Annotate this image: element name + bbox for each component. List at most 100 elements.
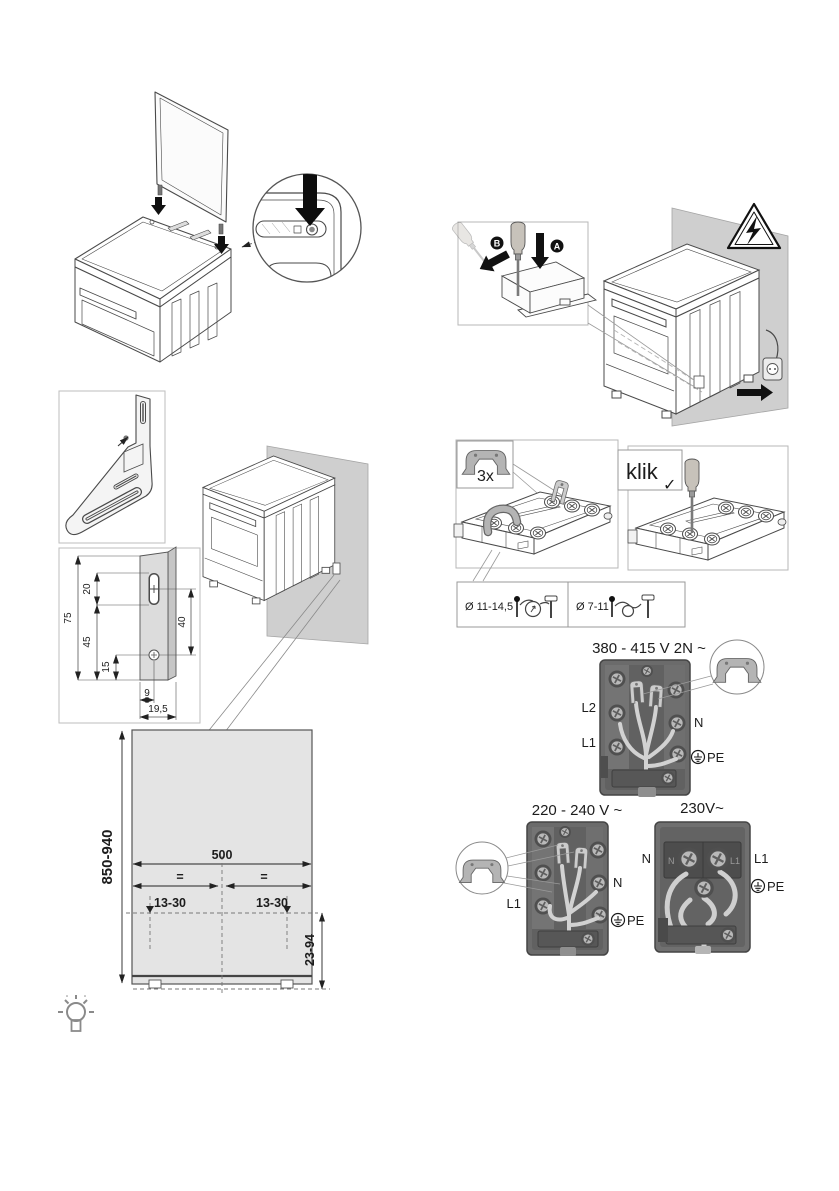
leader-line (587, 322, 699, 390)
molded-label-n: N (668, 856, 675, 866)
stove-against-wall-illustration (202, 445, 369, 737)
bridge-setup-panel: 3x (454, 439, 619, 582)
high-voltage-warning-icon (726, 202, 782, 250)
bracket-plate-drawing (139, 546, 177, 681)
leader-line (205, 574, 335, 735)
dim-slot-length: 20 (82, 583, 93, 595)
cover-removal-inset: A B (449, 219, 699, 390)
gland-small-label: Ø 7-11 (576, 601, 609, 613)
position-guides (126, 856, 330, 994)
press-down-arrow-icon (295, 174, 325, 226)
cable-clamp-icon (514, 595, 558, 618)
label-pe: PE (707, 750, 725, 765)
dimension-lines (119, 730, 325, 990)
label-n: N (613, 875, 622, 890)
pe-earth-icon (750, 878, 766, 894)
press-down-arrow-icon (214, 236, 229, 254)
label-pe: PE (627, 913, 645, 928)
dim-hole-offset: 9 (144, 688, 150, 699)
step-a-arrow-icon (531, 233, 549, 269)
leader-line (221, 579, 341, 737)
dim-offset-left: 13-30 (154, 896, 186, 910)
zoom-leader-line (241, 241, 257, 248)
wiring-230: 230V~ N L1 N L1 PE (642, 800, 785, 954)
leader-line (507, 851, 575, 867)
gland-large-label: Ø 11-14,5 (465, 601, 513, 613)
marker-arrow (146, 906, 154, 913)
step-a-badge (550, 239, 564, 253)
leader-line (657, 683, 714, 700)
wiring-380-title: 380 - 415 V 2N ~ (592, 640, 706, 657)
dim-bottom-range: 23-94 (303, 934, 317, 966)
step-b-badge (490, 236, 504, 250)
bracket-plate-dimensions: 75 20 45 15 40 9 19,5 (58, 546, 201, 724)
label-l1: L1 (754, 851, 768, 866)
bracket-position-marker (332, 562, 341, 575)
molded-label-l1: L1 (730, 856, 740, 866)
equal-right: = (260, 870, 267, 884)
dim-height-range: 850-940 (99, 829, 116, 884)
dim-plate-width: 19,5 (148, 704, 168, 715)
terminal-box-location (693, 375, 705, 389)
dim-below-slot: 45 (82, 636, 93, 648)
glass-lid (154, 91, 229, 235)
lid-installation-illustration (74, 91, 362, 363)
electrical-connection-illustration: A B (449, 202, 789, 427)
step-b-arrow-icon (479, 250, 510, 272)
press-down-arrow-icon (151, 197, 166, 215)
wires (664, 869, 738, 953)
klik-label: klik (626, 459, 659, 484)
leader-line (472, 549, 493, 582)
wiring-230-title: 230V~ (680, 800, 724, 817)
bracket-illustration (58, 390, 166, 544)
wall-outlet-icon (762, 357, 783, 381)
dim-width: 500 (212, 848, 233, 862)
pe-earth-icon (690, 749, 706, 765)
zoom-circle (252, 173, 362, 283)
leader-line (482, 551, 501, 582)
rear-dimension-diagram: 850-940 500 = = 13-30 13-30 23-94 (99, 729, 330, 994)
terminal-cover (500, 261, 598, 318)
label-l2: L2 (582, 700, 596, 715)
leader-line (587, 304, 695, 381)
bridge-count-label: 3x (477, 468, 494, 485)
dimension-lines (75, 555, 196, 720)
step-b-label: B (494, 239, 501, 249)
cable-routing-guide (617, 341, 703, 393)
dim-slot-to-hole: 40 (177, 616, 188, 628)
pe-earth-icon (610, 912, 626, 928)
wiring-380-415: 380 - 415 V 2N ~ L2 L1 N PE (582, 639, 765, 797)
foot (280, 979, 294, 989)
stove-top-view (74, 216, 232, 363)
cable-gland-box: Ø 11-14,5 Ø 7-11 (456, 581, 686, 628)
bridge-click-panel: klik ✓ (617, 445, 789, 571)
equal-left: = (176, 870, 183, 884)
power-cable (765, 329, 779, 361)
label-l1: L1 (582, 735, 596, 750)
label-pe: PE (767, 879, 785, 894)
dim-total-height: 75 (63, 612, 74, 624)
wiring-220-240: 220 - 240 V ~ L1 N PE (455, 802, 645, 956)
installed-bridge (484, 505, 520, 535)
cable-routing-guide (613, 329, 701, 385)
marker-arrow (283, 906, 291, 913)
foot (148, 979, 162, 989)
dim-hole-from-bottom: 15 (101, 661, 112, 673)
leader-line (505, 844, 559, 859)
anti-tilt-bracket (65, 394, 153, 536)
label-n: N (642, 851, 651, 866)
push-right-arrow-icon (737, 384, 773, 401)
leader-line (506, 875, 561, 885)
wires (618, 701, 678, 792)
label-n: N (694, 715, 703, 730)
wiring-220-title: 220 - 240 V ~ (532, 802, 623, 819)
checkmark-icon: ✓ (663, 477, 676, 494)
step-a-label: A (554, 242, 561, 252)
lightbulb-icon (58, 995, 94, 1032)
leader-line (642, 675, 712, 695)
dim-offset-right: 13-30 (256, 896, 288, 910)
label-l1: L1 (507, 896, 521, 911)
cable-clamp-icon (609, 594, 655, 618)
